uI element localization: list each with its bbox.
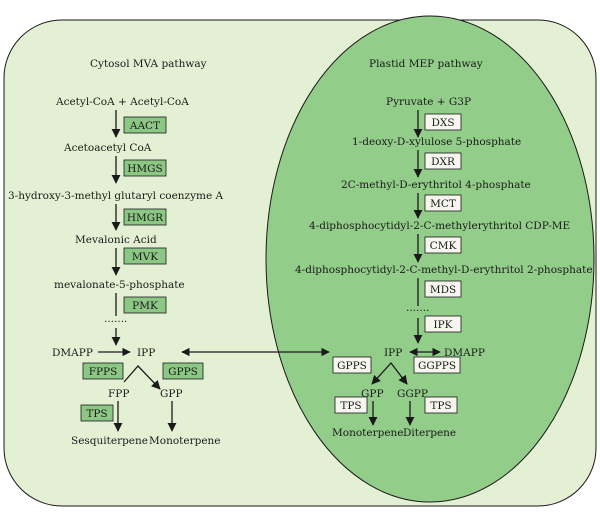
pyruvate-g3p-label: Pyruvate + G3P [386, 96, 471, 108]
monoterpene-cytosol-label: Monoterpene [149, 435, 221, 447]
enzyme-ipk: IPK [424, 315, 462, 333]
monoterpene-plastid-label: Monoterpene [332, 427, 404, 439]
cdp-me-label: 4-diphosphocytidyl-2-C-methylerythritol … [309, 220, 570, 232]
mep-label: 2C-methyl-D-erythritol 4-phosphate [341, 179, 531, 191]
enzyme-hmgr: HMGR [123, 208, 167, 226]
svg-text:GPPS: GPPS [337, 360, 367, 372]
enzyme-fpps: FPPS [82, 362, 124, 380]
svg-text:MVK: MVK [132, 251, 158, 263]
dxp-label: 1-deoxy-D-xylulose 5-phosphate [352, 136, 521, 148]
diterpene-label: Diterpene [403, 427, 456, 439]
enzyme-gpps-cytosol: GPPS [162, 362, 204, 380]
enzyme-mct: MCT [424, 194, 462, 212]
svg-text:HMGR: HMGR [127, 212, 164, 224]
svg-text:MDS: MDS [430, 284, 456, 296]
mep-dots: ....... [406, 302, 429, 314]
acetoacetyl-coa-label: Acetoacetyl CoA [63, 142, 152, 154]
ipp-plastid-label: IPP [384, 347, 402, 359]
ggpp-label: GGPP [397, 388, 428, 400]
cdp-mep-label: 4-diphosphocytidyl-2-C-methyl-D-erythrit… [295, 264, 593, 276]
mva-dots: ....... [104, 313, 127, 325]
svg-text:PMK: PMK [132, 300, 158, 312]
svg-text:TPS: TPS [86, 408, 107, 420]
enzyme-mvk: MVK [123, 247, 167, 265]
svg-text:GGPPS: GGPPS [418, 360, 456, 372]
svg-text:TPS: TPS [430, 400, 451, 412]
ipp-branch-chevron-plastid [371, 361, 408, 385]
enzyme-gpps-plastid: GPPS [332, 356, 372, 374]
svg-text:CMK: CMK [430, 240, 457, 252]
enzyme-tps-plastid-1: TPS [334, 396, 368, 414]
svg-text:MCT: MCT [430, 198, 456, 210]
dmapp-plastid-label: DMAPP [444, 347, 485, 359]
svg-text:AACT: AACT [129, 120, 160, 132]
dmapp-cytosol-label: DMAPP [52, 347, 93, 359]
hmg-coa-label: 3-hydroxy-3-methyl glutaryl coenzyme A [8, 190, 224, 202]
fpp-label: FPP [108, 388, 129, 400]
enzyme-mds: MDS [424, 280, 462, 298]
acetyl-coa-label: Acetyl-CoA + Acetyl-CoA [55, 96, 189, 108]
svg-text:GPPS: GPPS [168, 366, 198, 378]
enzyme-pmk: PMK [123, 296, 167, 314]
svg-text:IPK: IPK [433, 319, 452, 331]
enzyme-dxs: DXS [424, 113, 462, 131]
svg-text:DXS: DXS [431, 117, 454, 129]
enzyme-dxr: DXR [424, 152, 462, 170]
enzyme-cmk: CMK [424, 236, 462, 254]
plastid-title: Plastid MEP pathway [369, 58, 483, 70]
enzyme-tps-plastid-2: TPS [424, 396, 458, 414]
svg-text:TPS: TPS [340, 400, 361, 412]
sesquiterpene-label: Sesquiterpene [71, 435, 148, 447]
mevalonic-acid-label: Mevalonic Acid [75, 234, 157, 246]
enzyme-tps-cytosol: TPS [80, 404, 114, 422]
enzyme-aact: AACT [123, 116, 167, 134]
enzyme-hmgs: HMGS [123, 159, 167, 177]
svg-text:FPPS: FPPS [89, 366, 118, 378]
gpp-cytosol-label: GPP [160, 388, 183, 400]
plastid-ellipse [265, 15, 595, 503]
ipp-cytosol-label: IPP [137, 347, 155, 359]
enzyme-ggpps: GGPPS [413, 356, 461, 374]
cytosol-title: Cytosol MVA pathway [90, 58, 207, 70]
ipp-branch-chevron [123, 365, 161, 390]
svg-text:HMGS: HMGS [127, 163, 163, 175]
svg-text:DXR: DXR [431, 156, 456, 168]
mevalonate-5-phosphate-label: mevalonate-5-phosphate [54, 279, 185, 291]
